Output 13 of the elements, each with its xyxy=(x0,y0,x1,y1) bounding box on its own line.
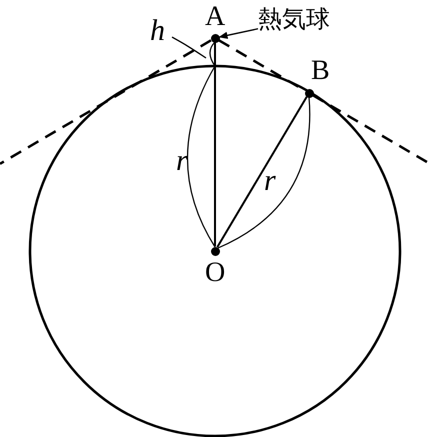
radius-label: r xyxy=(176,146,188,176)
arrow xyxy=(218,28,258,39)
leader-line xyxy=(172,36,206,59)
text-label: 熱気球 xyxy=(258,6,340,34)
radius-line xyxy=(214,42,216,246)
point-label: O xyxy=(205,259,226,287)
point-dot xyxy=(210,246,220,256)
point-label: B xyxy=(311,57,330,85)
point-dot xyxy=(210,34,220,42)
height-label: h xyxy=(150,16,172,46)
point-dot xyxy=(304,88,314,98)
radius-label: r xyxy=(264,166,276,196)
point-label: A xyxy=(205,3,226,31)
